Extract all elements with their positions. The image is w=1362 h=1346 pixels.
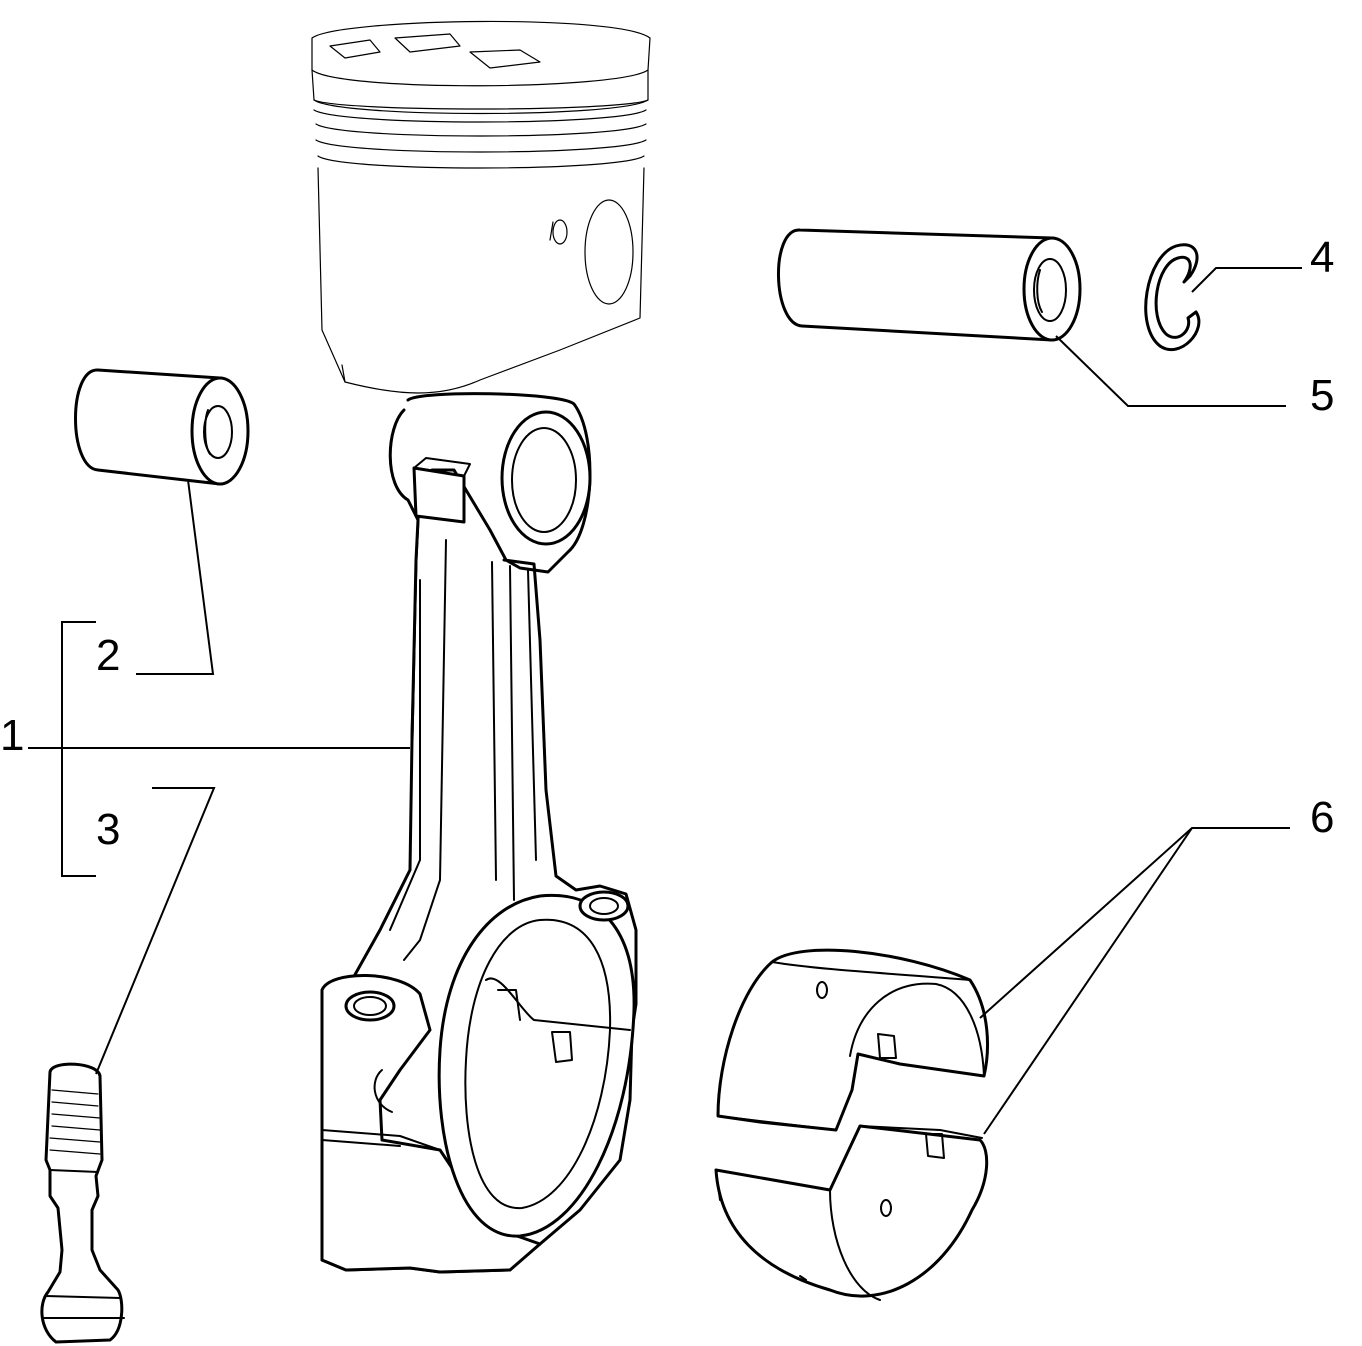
leader-lines (28, 267, 1302, 1135)
callout-5: 5 (1310, 371, 1334, 420)
leader-6b (983, 827, 1193, 1135)
callout-6: 6 (1310, 793, 1334, 842)
callout-2: 2 (96, 631, 120, 680)
rod-bolt (40, 1062, 125, 1344)
small-end-bushing (74, 368, 250, 486)
leader-2 (136, 479, 215, 675)
circlip (1144, 243, 1201, 352)
callout-1: 1 (0, 711, 24, 760)
callout-labels: 1 2 3 4 5 6 (0, 233, 1334, 854)
callout-3: 3 (96, 805, 120, 854)
leader-6 (979, 827, 1290, 1019)
leader-3 (95, 787, 216, 1075)
callout-4: 4 (1310, 233, 1334, 282)
leader-4 (1191, 267, 1302, 293)
piston (311, 20, 651, 394)
piston-pin (777, 228, 1082, 342)
leader-5 (1055, 335, 1286, 407)
bearing-shells (714, 948, 989, 1301)
connecting-rod (320, 392, 638, 1274)
